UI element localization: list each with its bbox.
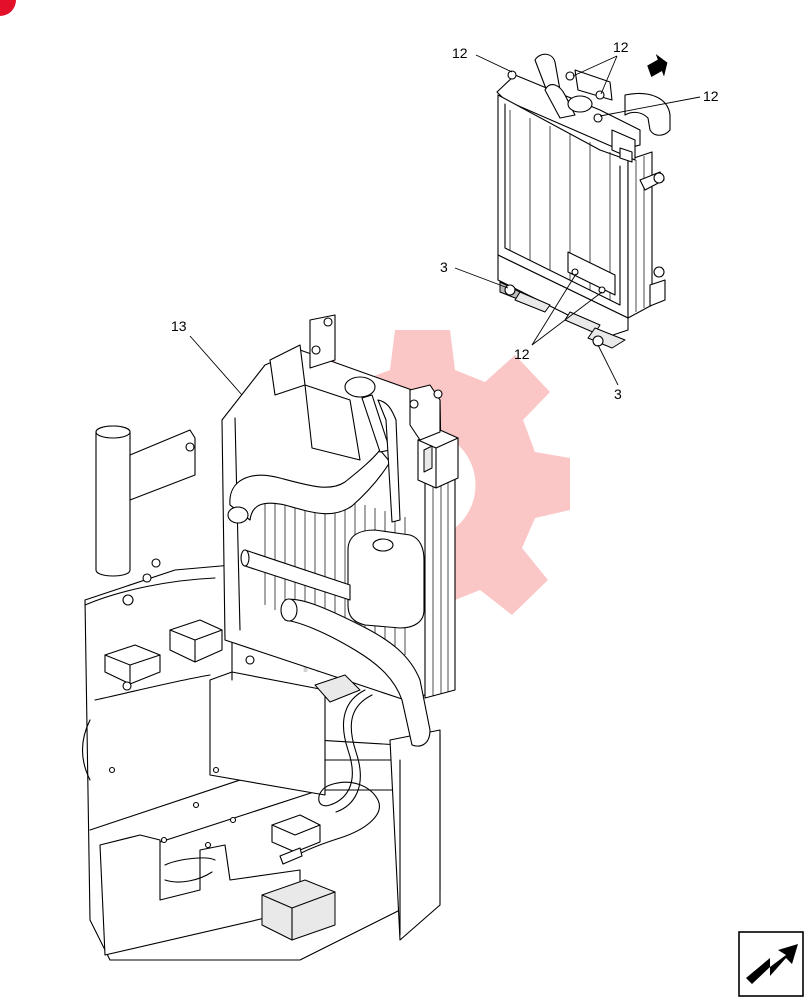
callout-12-right: 12 [599,88,719,117]
radiator-assembly [221,314,459,865]
svg-text:12: 12 [613,39,629,55]
svg-text:12: 12 [703,88,719,104]
callout-3-left: 3 [440,259,509,289]
navigation-arrow-icon[interactable] [738,931,804,997]
callout-12-bottom: 12 [514,273,603,362]
svg-text:12: 12 [514,346,530,362]
radiator-detail [496,53,671,349]
corner-badge-icon[interactable] [0,0,16,16]
svg-text:12: 12 [452,45,468,61]
svg-text:3: 3 [440,259,448,275]
callout-12-top-mid: 12 [572,39,629,95]
direction-arrow-icon [647,54,668,77]
svg-text:13: 13 [171,318,187,334]
callout-13: 13 [171,318,243,396]
callout-3-bottom: 3 [597,344,622,402]
svg-text:3: 3 [614,386,622,402]
machine-frame [82,425,441,961]
callout-12-top-left: 12 [452,45,513,73]
